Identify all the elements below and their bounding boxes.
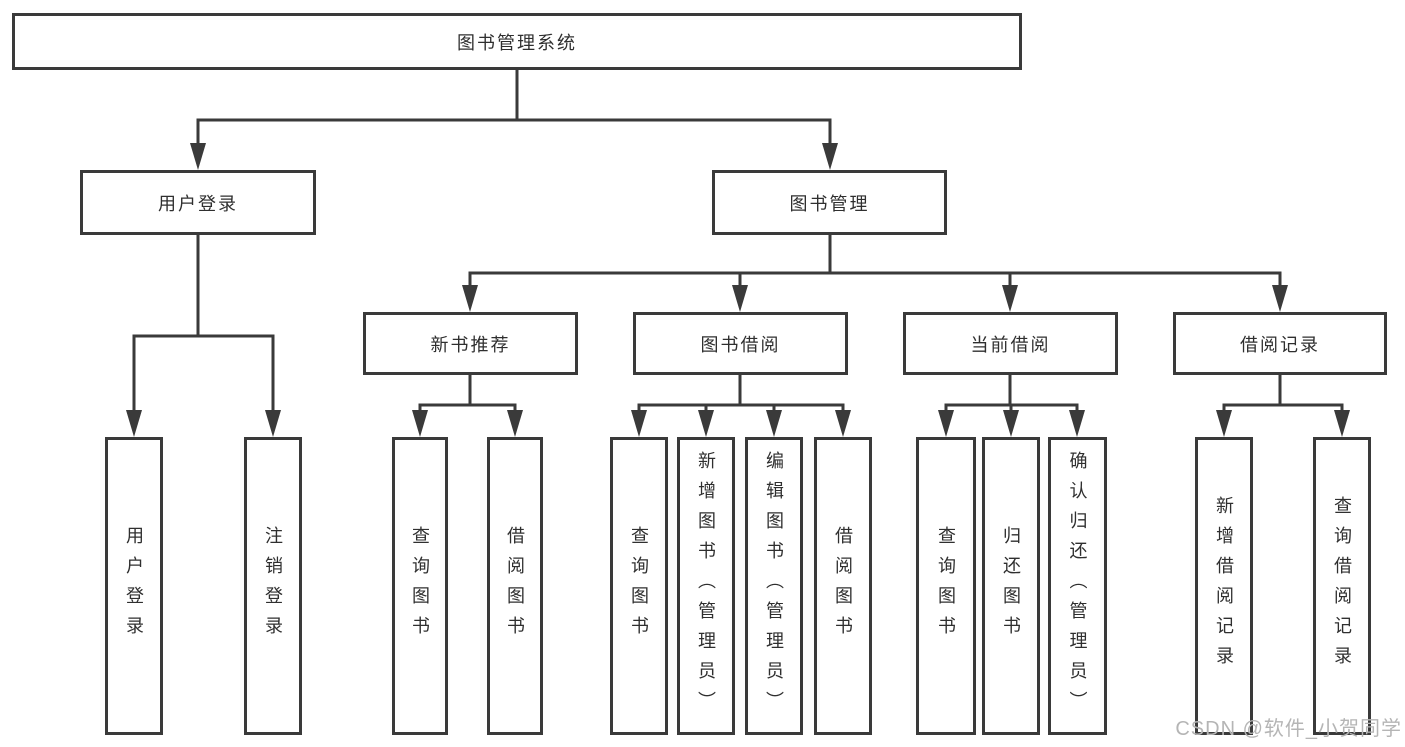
leaf-confirm-return-admin-label: 确认归还（管理员） — [1067, 451, 1088, 721]
leaf-current-query-book-label: 查询图书 — [936, 526, 956, 646]
leaf-recommend-query-book: 查询图书 — [392, 437, 448, 735]
leaf-current-query-book: 查询图书 — [916, 437, 976, 735]
leaf-add-book-admin-label: 新增图书（管理员） — [696, 451, 716, 721]
leaf-recommend-borrow-book-label: 借阅图书 — [505, 526, 525, 646]
leaf-add-borrow-record-label: 新增借阅记录 — [1214, 496, 1234, 676]
leaf-edit-book-admin: 编辑图书（管理员） — [745, 437, 803, 735]
leaf-return-book: 归还图书 — [982, 437, 1040, 735]
leaf-logout-label: 注销登录 — [263, 526, 283, 646]
leaf-edit-book-admin-label: 编辑图书（管理员） — [764, 451, 784, 721]
node-book-management: 图书管理 — [712, 170, 947, 235]
csdn-watermark: CSDN @软件_小贺同学 — [1175, 718, 1402, 740]
leaf-user-login: 用户登录 — [105, 437, 163, 735]
arrowheads — [126, 143, 1350, 437]
node-current-borrow-label: 当前借阅 — [970, 334, 1051, 355]
node-book-borrow: 图书借阅 — [633, 312, 848, 375]
leaf-logout: 注销登录 — [244, 437, 302, 735]
leaf-borrow-query-book-label: 查询图书 — [629, 526, 649, 646]
node-user-login-label: 用户登录 — [158, 193, 238, 214]
leaf-query-borrow-record: 查询借阅记录 — [1313, 437, 1371, 735]
leaf-add-borrow-record: 新增借阅记录 — [1195, 437, 1253, 735]
node-borrow-records: 借阅记录 — [1173, 312, 1387, 375]
leaf-confirm-return-admin: 确认归还（管理员） — [1048, 437, 1107, 735]
node-current-borrow: 当前借阅 — [903, 312, 1118, 375]
leaf-borrow-query-book: 查询图书 — [610, 437, 668, 735]
leaf-user-login-label: 用户登录 — [124, 526, 144, 646]
leaf-query-borrow-record-label: 查询借阅记录 — [1332, 496, 1352, 676]
node-book-management-label: 图书管理 — [789, 193, 870, 214]
node-new-book-recommend: 新书推荐 — [363, 312, 578, 375]
leaf-return-book-label: 归还图书 — [1001, 526, 1021, 646]
node-root: 图书管理系统 — [12, 13, 1022, 70]
node-borrow-records-label: 借阅记录 — [1240, 334, 1320, 355]
node-new-book-recommend-label: 新书推荐 — [430, 334, 511, 355]
node-root-label: 图书管理系统 — [457, 32, 577, 53]
leaf-add-book-admin: 新增图书（管理员） — [677, 437, 735, 735]
leaf-recommend-query-book-label: 查询图书 — [410, 526, 430, 646]
leaf-borrow-book: 借阅图书 — [814, 437, 872, 735]
node-book-borrow-label: 图书借阅 — [700, 334, 781, 355]
leaf-recommend-borrow-book: 借阅图书 — [487, 437, 543, 735]
node-user-login: 用户登录 — [80, 170, 316, 235]
leaf-borrow-book-label: 借阅图书 — [833, 526, 853, 646]
